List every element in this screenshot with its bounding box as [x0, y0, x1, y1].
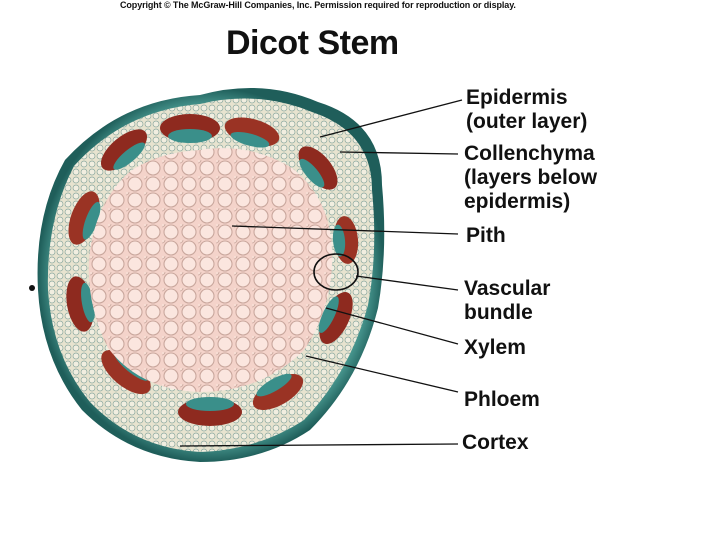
vascular-bundle: [178, 397, 242, 426]
label-collenchyma: Collenchyma (layers below epidermis): [464, 142, 598, 213]
vascular-bundle: [224, 117, 280, 148]
leader-line-cortex: [179, 443, 459, 447]
label-vascular-bundle: Vascular bundle: [464, 277, 551, 324]
leader-line-vascular-bundle: [355, 275, 459, 291]
label-cortex: Cortex: [462, 431, 529, 454]
label-epidermis: Epidermis (outer layer): [466, 86, 588, 133]
vascular-bundle: [100, 129, 148, 171]
leader-line-collenchyma: [339, 151, 459, 155]
label-pith: Pith: [466, 224, 506, 247]
leader-line-pith: [231, 225, 459, 235]
label-phloem: Phloem: [464, 388, 540, 411]
leader-lines: [179, 99, 463, 447]
vascular-bundle-ring: [66, 114, 359, 426]
vascular-bundle: [66, 276, 95, 332]
leader-line-epidermis: [319, 99, 463, 138]
vascular-bundle: [318, 292, 353, 344]
pith-region: [88, 148, 333, 392]
vascular-bundle: [252, 373, 304, 410]
leader-line-xylem: [325, 307, 459, 345]
copyright-notice: Copyright © The McGraw-Hill Companies, I…: [120, 0, 516, 10]
label-xylem: Xylem: [464, 336, 526, 359]
stem-edge-mark: [29, 285, 35, 291]
vascular-bundle: [332, 216, 359, 264]
vascular-bundle: [160, 114, 220, 143]
leader-line-phloem: [305, 355, 459, 393]
vascular-bundle: [68, 191, 101, 245]
vascular-bundle-highlight: [313, 253, 359, 291]
vascular-bundle: [298, 146, 338, 190]
diagram-title: Dicot Stem: [226, 24, 399, 62]
